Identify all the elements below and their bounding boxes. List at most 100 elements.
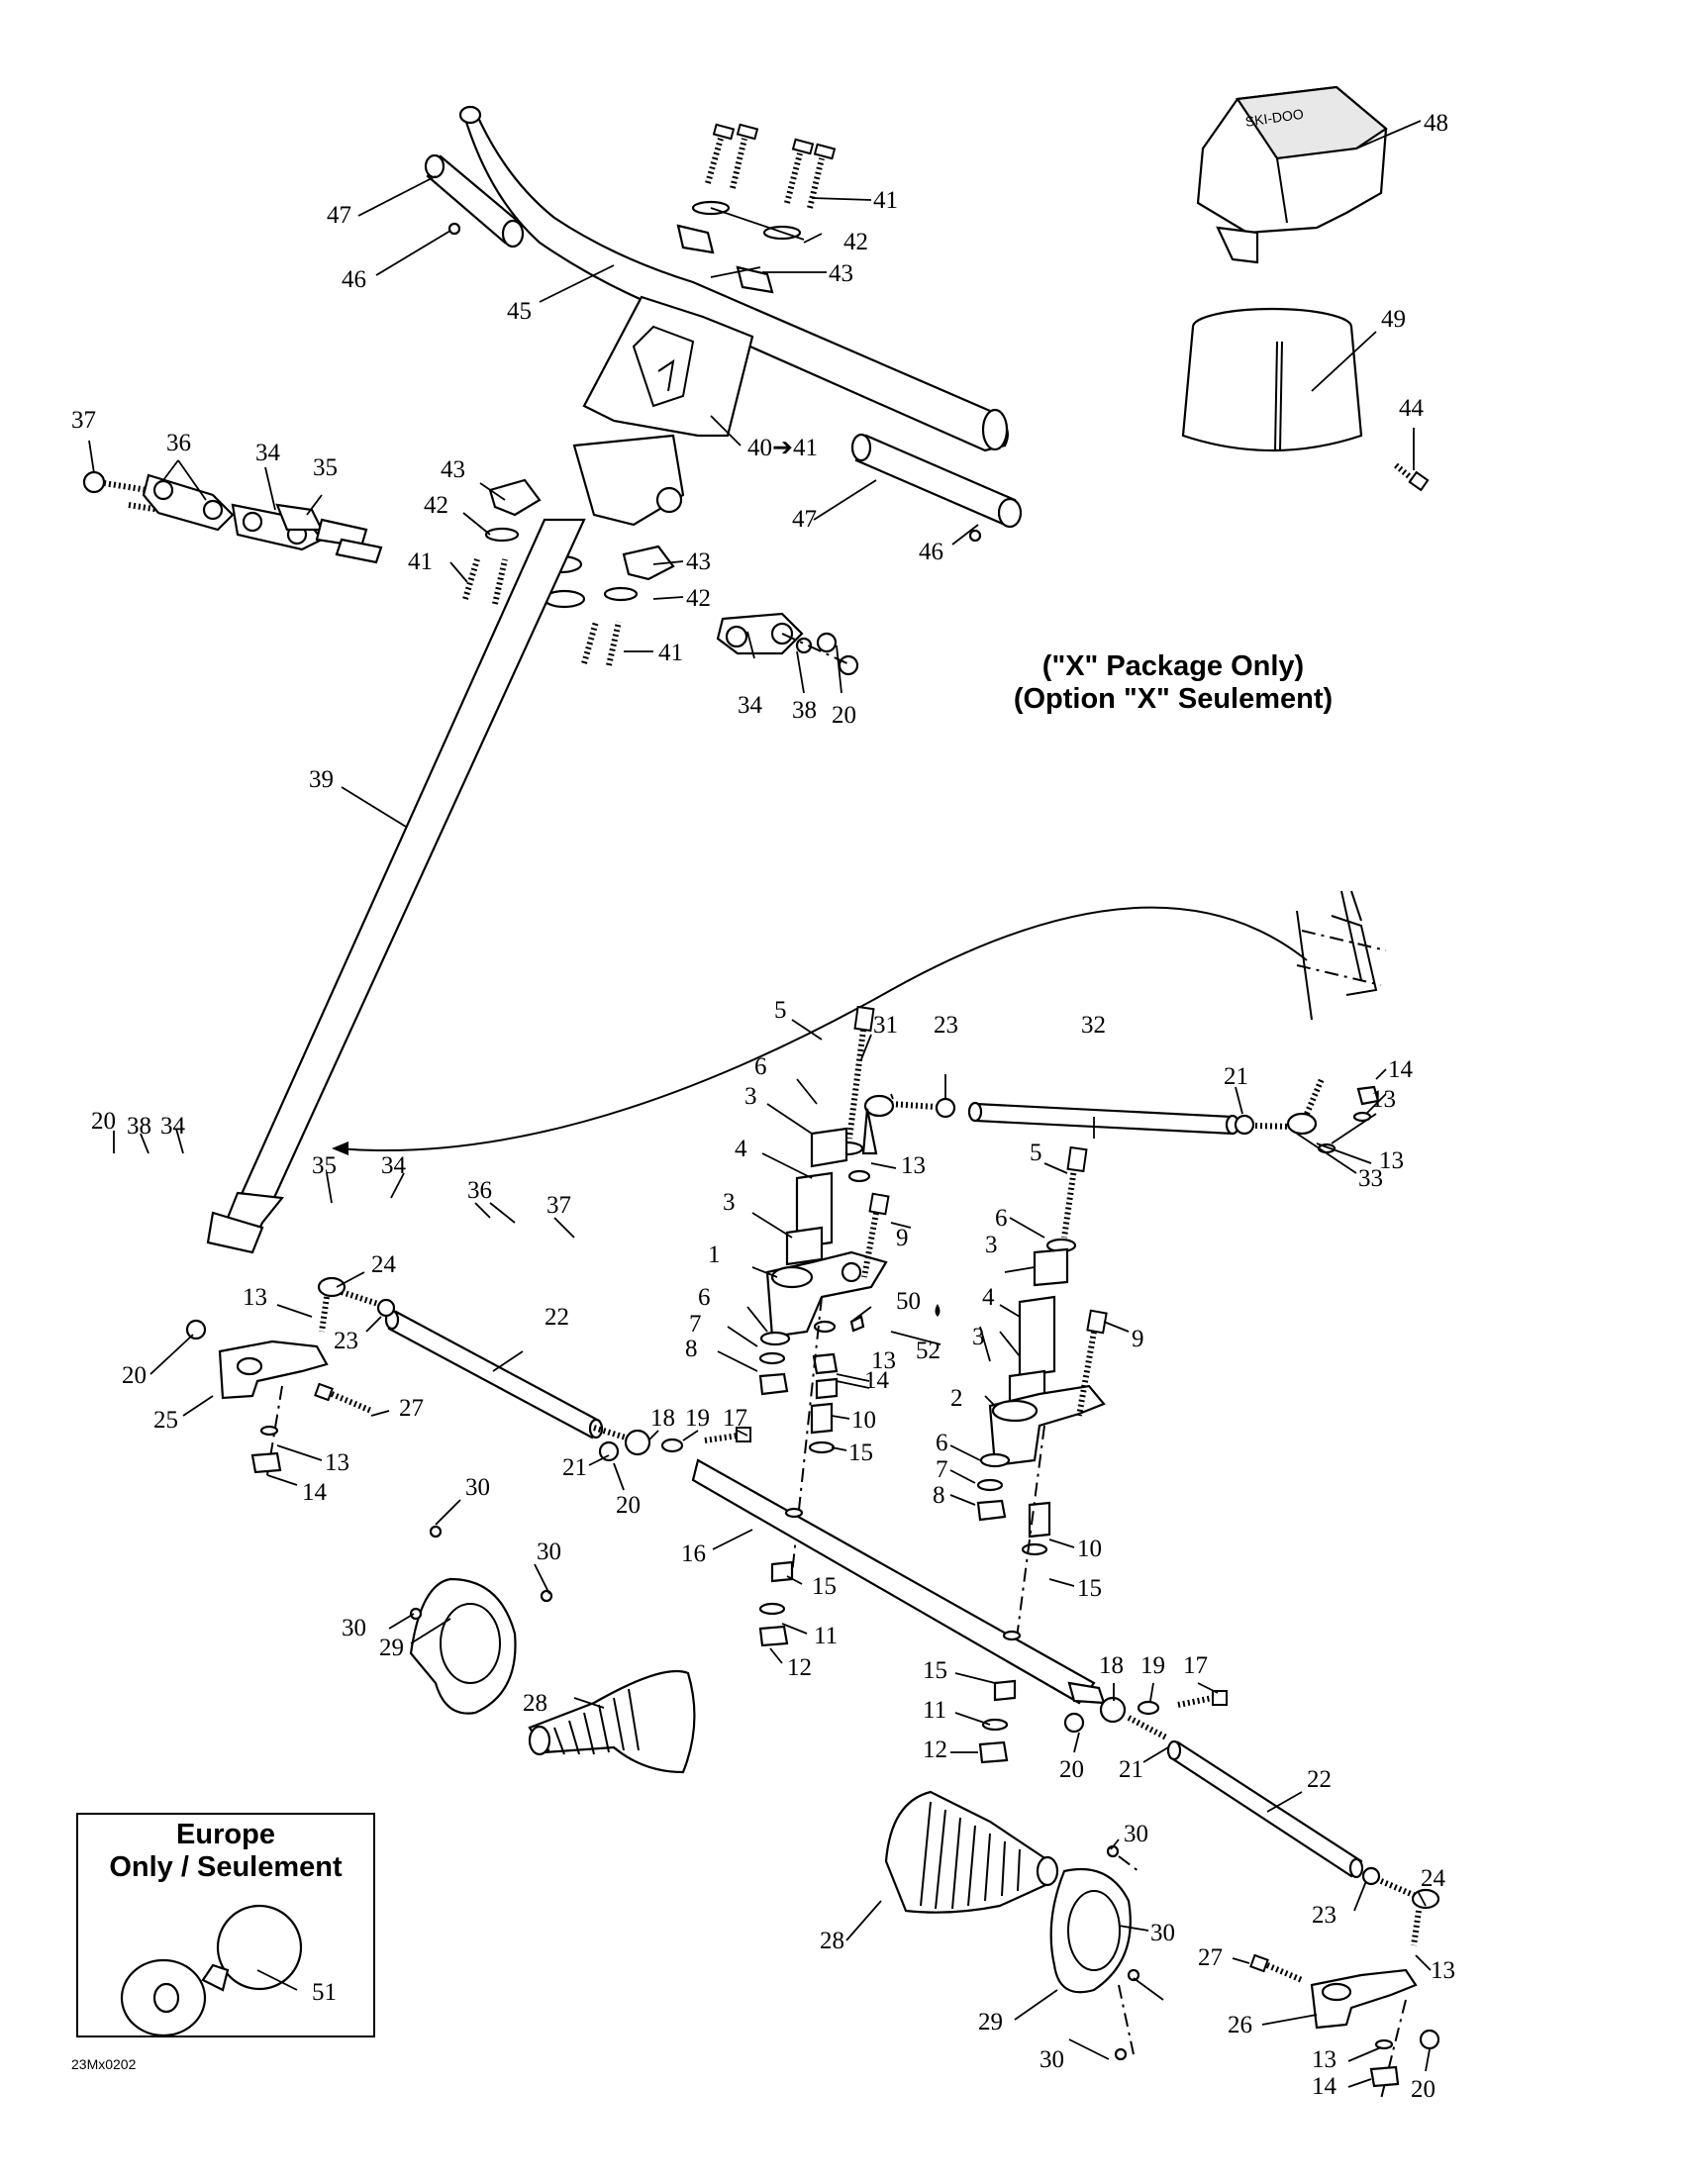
callout-22: 22 (544, 1304, 569, 1331)
callout-17: 17 (723, 1405, 747, 1432)
boot-right (884, 1790, 1059, 1914)
callout-3-right-lower: 3 (972, 1324, 985, 1350)
europe-only-box (76, 1813, 375, 2037)
callout-26: 26 (1228, 2012, 1252, 2038)
callout-14-upper: 14 (1388, 1056, 1414, 1083)
spindle-arm-right (1310, 1968, 1418, 2030)
callout-9-right: 9 (1132, 1326, 1144, 1352)
callout-46: 46 (342, 266, 366, 293)
callout-12-right: 12 (923, 1737, 947, 1763)
grip-right (850, 433, 1023, 529)
callout-35-left: 35 (312, 1152, 337, 1179)
callout-46-right: 46 (919, 539, 943, 565)
callout-48: 48 (1424, 110, 1448, 137)
spindle-nut-left (250, 1425, 282, 1474)
steering-column-top (572, 434, 685, 527)
callout-22-right: 22 (1307, 1766, 1332, 1793)
boot-plate-right (1049, 1867, 1132, 1994)
callout-8: 8 (685, 1336, 698, 1362)
callout-13-upper-2: 13 (1379, 1147, 1404, 1174)
callout-21-right: 21 (1119, 1756, 1143, 1783)
steering-arm-x-package (716, 612, 859, 676)
callout-37-left: 37 (546, 1192, 571, 1219)
callout-38-x: 38 (792, 697, 817, 724)
callout-42: 42 (843, 229, 868, 255)
callout-41-left: 41 (408, 548, 433, 575)
callout-17-right: 17 (1183, 1652, 1208, 1679)
leader-lines (88, 120, 1432, 2088)
callout-33: 33 (1358, 1165, 1383, 1192)
connecting-curve (332, 906, 1308, 1155)
callout-15-link-right: 15 (923, 1657, 947, 1684)
callout-30-d: 30 (1124, 1821, 1148, 1847)
callout-15: 15 (848, 1439, 873, 1466)
tie-rod-right (1166, 1739, 1364, 1879)
callout-6-right: 6 (995, 1205, 1008, 1232)
callout-7-right: 7 (936, 1456, 948, 1483)
callout-18: 18 (650, 1405, 675, 1432)
europe-box-line1: Europe (176, 1819, 275, 1850)
callout-6: 6 (754, 1053, 767, 1080)
callout-34-left: 34 (160, 1113, 186, 1140)
plate-screws (409, 1525, 1140, 2061)
callout-5-right: 5 (1030, 1140, 1042, 1166)
callout-14-right: 14 (1312, 2073, 1337, 2100)
callout-19: 19 (685, 1405, 710, 1432)
callout-30-f: 30 (1040, 2046, 1064, 2073)
clamp-blocks-upper (676, 224, 774, 294)
callout-34-x: 34 (738, 692, 763, 719)
callout-labels: 48 49 44 47 46 45 41 42 43 40➔41 47 46 3… (71, 110, 1455, 2103)
callout-28: 28 (523, 1690, 547, 1717)
jam-nut-left (376, 1298, 396, 1318)
column-nut-upper (1317, 1085, 1380, 1154)
callout-19-right: 19 (1140, 1652, 1165, 1679)
bolt-27-right (1249, 1953, 1304, 1983)
callout-36: 36 (166, 430, 191, 456)
callout-20-x: 20 (832, 702, 856, 729)
callout-42-left: 42 (424, 492, 448, 519)
callout-13-spindle: 13 (325, 1449, 349, 1476)
callout-13-mid: 13 (901, 1152, 926, 1179)
steering-arm-1 (765, 1250, 888, 1339)
callout-14-arm: 14 (864, 1367, 890, 1394)
spacer-stack-right (1008, 1238, 1077, 1408)
callout-36-left: 36 (467, 1177, 492, 1204)
callout-43-left: 43 (441, 456, 465, 483)
callout-13-left: 13 (243, 1284, 267, 1311)
bolt-5-left (846, 1005, 875, 1140)
callout-21-left: 21 (562, 1454, 587, 1481)
tie-rod-upper (967, 1101, 1240, 1136)
callout-44: 44 (1399, 395, 1425, 422)
callout-29-right: 29 (978, 2009, 1003, 2035)
callout-3: 3 (744, 1083, 757, 1110)
callout-20-right: 20 (1059, 1756, 1084, 1783)
callout-13-arm: 13 (871, 1347, 896, 1374)
boot-plate-left (409, 1577, 517, 1715)
centerline-spindle-right (1380, 1999, 1407, 2100)
callout-27-right: 27 (1198, 1944, 1223, 1971)
callout-34: 34 (255, 440, 281, 466)
washer-nut-stack-left (758, 1331, 791, 1396)
center-link-bushing-right (978, 1679, 1017, 1764)
callout-31: 31 (873, 1012, 898, 1039)
callout-20-spindle: 20 (122, 1362, 147, 1389)
grip-end-plug-left (447, 222, 461, 236)
callout-45: 45 (507, 298, 532, 325)
callout-11: 11 (814, 1623, 838, 1649)
tie-rod-end-upper-left (861, 1094, 937, 1155)
pad-cover (1181, 307, 1363, 452)
callout-12: 12 (787, 1654, 812, 1681)
callout-42-right: 42 (686, 585, 711, 612)
callout-13-right-spindle: 13 (1312, 2046, 1336, 2073)
callout-10-right: 10 (1077, 1536, 1102, 1562)
callout-9: 9 (896, 1225, 909, 1251)
handlebar-pad: SKI-DOO (1196, 85, 1388, 264)
bolt-27-left (314, 1382, 373, 1414)
callout-14-spindle: 14 (302, 1479, 328, 1506)
callout-23-left: 23 (334, 1328, 358, 1354)
callout-38-left: 38 (127, 1113, 151, 1140)
callout-4: 4 (735, 1136, 747, 1162)
ball-joint-left (593, 1425, 751, 1462)
callout-3-lower: 3 (723, 1189, 736, 1216)
linkage-upper-left (82, 470, 383, 564)
